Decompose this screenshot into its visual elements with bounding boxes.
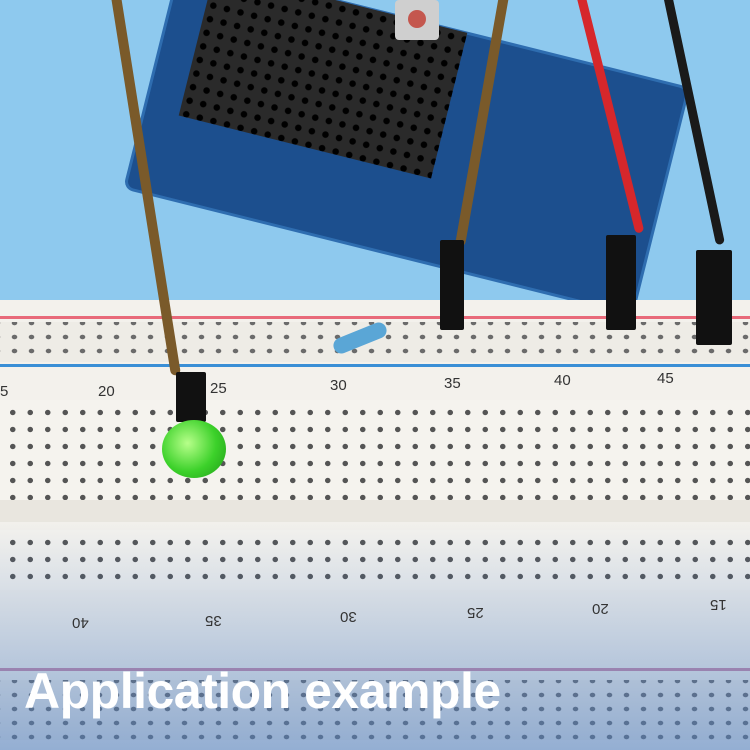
wire-connector [606,235,636,330]
column-number: 45 [657,370,674,387]
column-number: 15 [710,596,727,613]
caption-overlay [0,520,750,750]
column-number: 40 [554,372,571,389]
column-number: 40 [72,614,89,631]
column-number: 25 [210,380,227,397]
column-number: 20 [98,383,115,400]
rail-blue-line [0,364,750,367]
center-channel [0,500,750,522]
column-number: 20 [592,600,609,617]
column-number: 35 [444,375,461,392]
column-number: 30 [330,377,347,394]
rail-red-line [0,316,750,319]
green-led [162,420,226,478]
wire-connector [696,250,732,345]
wire-connector [440,240,464,330]
column-number: 30 [340,608,357,625]
caption-text: Application example [24,663,501,719]
column-number: 5 [0,383,9,400]
reset-button [395,0,439,40]
column-number: 35 [205,612,222,629]
wire-connector [176,372,206,422]
breadboard-grid-top [0,400,750,500]
column-number: 25 [467,604,484,621]
